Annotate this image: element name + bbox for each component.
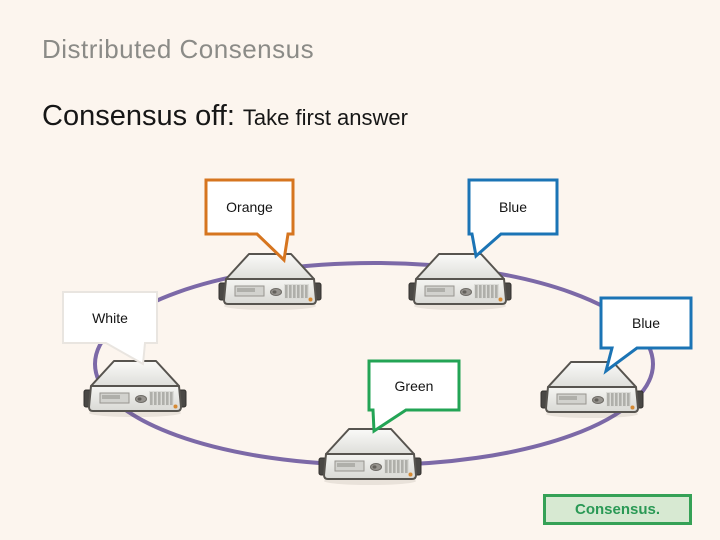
subtitle-detail: Take first answer bbox=[242, 105, 408, 130]
server-icon bbox=[218, 253, 322, 311]
green-callout-bubble bbox=[367, 359, 461, 434]
consensus-result-box: Consensus. bbox=[543, 494, 692, 525]
white-callout-bubble bbox=[62, 291, 158, 366]
blue-top-callout-bubble bbox=[467, 178, 559, 259]
blue-right-callout-bubble bbox=[599, 296, 693, 375]
server-icon bbox=[318, 428, 422, 486]
server-icon bbox=[408, 253, 512, 311]
subtitle-main: Consensus off: bbox=[42, 100, 235, 132]
slide-subtitle: Consensus off: Take first answer bbox=[42, 100, 408, 133]
server-icon bbox=[83, 360, 187, 418]
orange-callout-bubble bbox=[204, 178, 295, 264]
server-icon bbox=[540, 361, 644, 419]
slide-title: Distributed Consensus bbox=[42, 34, 315, 64]
